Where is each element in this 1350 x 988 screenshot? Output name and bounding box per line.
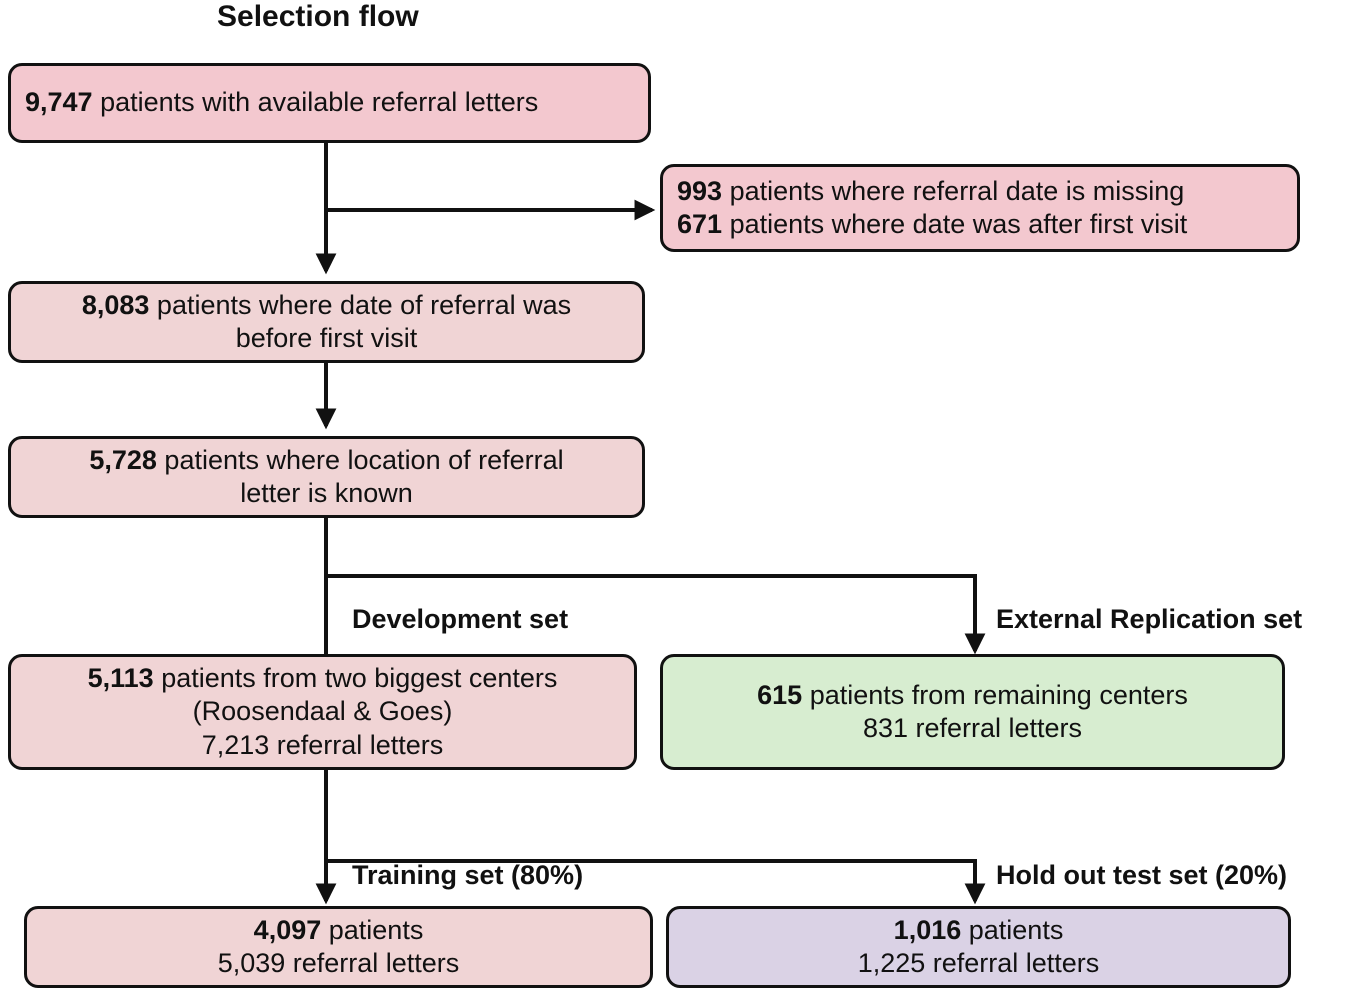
node-line-value: 8,083 <box>81 289 150 320</box>
node-line-text: 7,213 referral letters <box>201 729 444 760</box>
node-line: 1,225 referral letters <box>858 947 1100 980</box>
node-line: 831 referral letters <box>863 712 1082 745</box>
node-line-value: 615 <box>757 679 803 710</box>
node-line-text: patients where location of referral <box>156 444 564 475</box>
node-line-value: 671 <box>677 209 723 239</box>
node-line-text: patients <box>961 914 1064 945</box>
node-line-value: 5,113 <box>87 662 154 693</box>
node-line-value: 1,016 <box>893 914 962 945</box>
label-development-set: Development set <box>352 604 569 634</box>
node-line: 7,213 referral letters <box>202 729 444 762</box>
node-line-text: before first visit <box>235 323 418 353</box>
page-title: Selection flow <box>217 0 419 33</box>
node-line-text: letter is known <box>240 478 413 508</box>
node-line-text: patients where referral date is missing <box>722 175 1185 206</box>
label-external-replication-set: External Replication set <box>996 604 1303 634</box>
node-date-before-first-visit: 8,083 patients where date of referral wa… <box>8 281 645 363</box>
node-line: letter is known <box>240 477 413 510</box>
node-line: 9,747 patients with available referral l… <box>25 86 538 119</box>
node-line-text: 5,039 referral letters <box>217 948 460 978</box>
node-line: 1,016 patients <box>894 914 1064 947</box>
node-line: 8,083 patients where date of referral wa… <box>82 289 571 322</box>
node-development-set: 5,113 patients from two biggest centers … <box>8 654 637 770</box>
label-holdout-test-set: Hold out test set (20%) <box>996 860 1288 890</box>
node-line: before first visit <box>236 322 418 355</box>
node-line-text: patients <box>321 914 424 945</box>
node-line-text: patients from remaining centers <box>802 679 1188 710</box>
node-line: 671 patients where date was after first … <box>677 208 1187 241</box>
node-excluded-patients: 993 patients where referral date is miss… <box>660 164 1300 252</box>
node-line-text: patients from two biggest centers <box>153 662 558 693</box>
node-holdout-test-set: 1,016 patients 1,225 referral letters <box>666 906 1291 988</box>
node-line-value: 9,747 <box>25 87 93 118</box>
node-line: 5,039 referral letters <box>218 947 460 980</box>
node-line: (Roosendaal & Goes) <box>193 695 453 728</box>
node-location-known: 5,728 patients where location of referra… <box>8 436 645 518</box>
node-line-value: 4,097 <box>253 914 322 945</box>
node-line: 5,728 patients where location of referra… <box>89 444 563 477</box>
node-line: 615 patients from remaining centers <box>757 679 1188 712</box>
label-training-set: Training set (80%) <box>352 860 584 890</box>
node-available-referral-letters: 9,747 patients with available referral l… <box>8 63 651 143</box>
node-line-text: patients where date was after first visi… <box>722 209 1188 239</box>
node-line-text: patients where date of referral was <box>149 289 572 320</box>
node-line: 4,097 patients <box>254 914 424 947</box>
node-line-text: 831 referral letters <box>862 713 1083 743</box>
node-line: 5,113 patients from two biggest centers <box>88 662 558 695</box>
node-training-set: 4,097 patients 5,039 referral letters <box>24 906 653 988</box>
node-line: 993 patients where referral date is miss… <box>677 175 1184 208</box>
node-line-text: 1,225 referral letters <box>857 948 1100 978</box>
node-external-replication-set: 615 patients from remaining centers 831 … <box>660 654 1285 770</box>
node-line-text: (Roosendaal & Goes) <box>192 696 453 727</box>
node-line-value: 5,728 <box>89 444 157 475</box>
node-line-text: patients with available referral letters <box>92 87 539 118</box>
node-line-value: 993 <box>677 175 723 206</box>
